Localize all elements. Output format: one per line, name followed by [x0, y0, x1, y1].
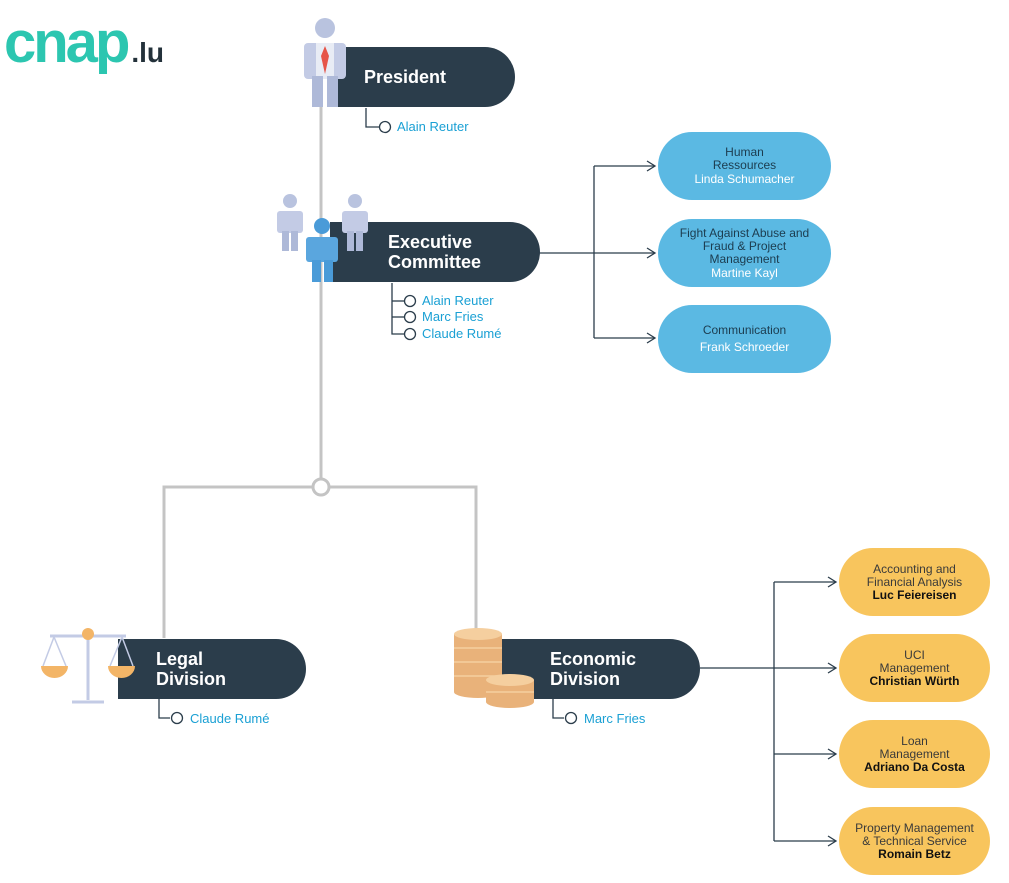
economic-title-line1: Economic [550, 649, 637, 669]
unit-human-resources: Human Ressources Linda Schumacher [658, 132, 831, 200]
executive-member-1: Alain Reuter [422, 293, 494, 308]
unit-fight-against-abuse: Fight Against Abuse and Fraud & Project … [658, 219, 831, 287]
executive-member-3: Claude Rumé [422, 326, 502, 341]
unit-name-line: Human [725, 145, 764, 159]
economic-title-line2: Division [550, 669, 621, 689]
unit-name-line: Management [709, 251, 780, 266]
unit-name-line: Property Management [855, 820, 974, 835]
unit-head: Linda Schumacher [694, 172, 795, 186]
logo-tld: .lu [131, 37, 165, 68]
unit-communication: Communication Frank Schroeder [658, 305, 831, 373]
unit-name-line: Fraud & Project [702, 238, 787, 253]
unit-name-line: Financial Analysis [866, 574, 963, 589]
legal-member: Claude Rumé [190, 711, 270, 726]
legal-division-box: Legal Division [118, 639, 306, 699]
unit-head: Luc Feiereisen [872, 587, 957, 602]
president-title: President [364, 67, 447, 87]
unit-head: Adriano Da Costa [864, 759, 965, 774]
executive-title-line2: Committee [388, 252, 482, 272]
president-member: Alain Reuter [397, 119, 469, 134]
logo-main: cnap [4, 10, 130, 75]
unit-name-line: UCI [904, 647, 925, 662]
unit-head: Christian Würth [869, 673, 960, 688]
legal-title-line1: Legal [156, 649, 204, 669]
president-box: President [330, 47, 515, 107]
executive-title-line1: Executive [388, 232, 473, 252]
unit-name-line: Management [879, 660, 950, 675]
scales-icon [41, 628, 135, 704]
legal-title-line2: Division [156, 669, 227, 689]
unit-head: Romain Betz [878, 846, 951, 861]
unit-name-line: Fight Against Abuse and [679, 225, 810, 240]
unit-accounting-financial-analysis: Accounting and Financial Analysis Luc Fe… [839, 548, 990, 616]
unit-name-line: Management [879, 746, 950, 761]
unit-name-line: Communication [702, 323, 787, 337]
unit-name-line: Ressources [712, 158, 777, 172]
unit-property-management: Property Management & Technical Service … [839, 807, 990, 875]
unit-head: Martine Kayl [711, 265, 778, 280]
economic-member: Marc Fries [584, 711, 646, 726]
unit-name-line: Accounting and [873, 561, 956, 576]
unit-name-line: & Technical Service [862, 833, 967, 848]
coins-icon [454, 628, 534, 708]
unit-uci-management: UCI Management Christian Würth [839, 634, 990, 702]
unit-loan-management: Loan Management Adriano Da Costa [839, 720, 990, 788]
cnap-logo: cnap.lu [4, 14, 164, 72]
unit-head: Frank Schroeder [699, 340, 790, 354]
president-person-icon [304, 18, 346, 107]
committee-people-icon [277, 194, 368, 282]
unit-name-line: Loan [901, 733, 928, 748]
executive-member-2: Marc Fries [422, 309, 484, 324]
